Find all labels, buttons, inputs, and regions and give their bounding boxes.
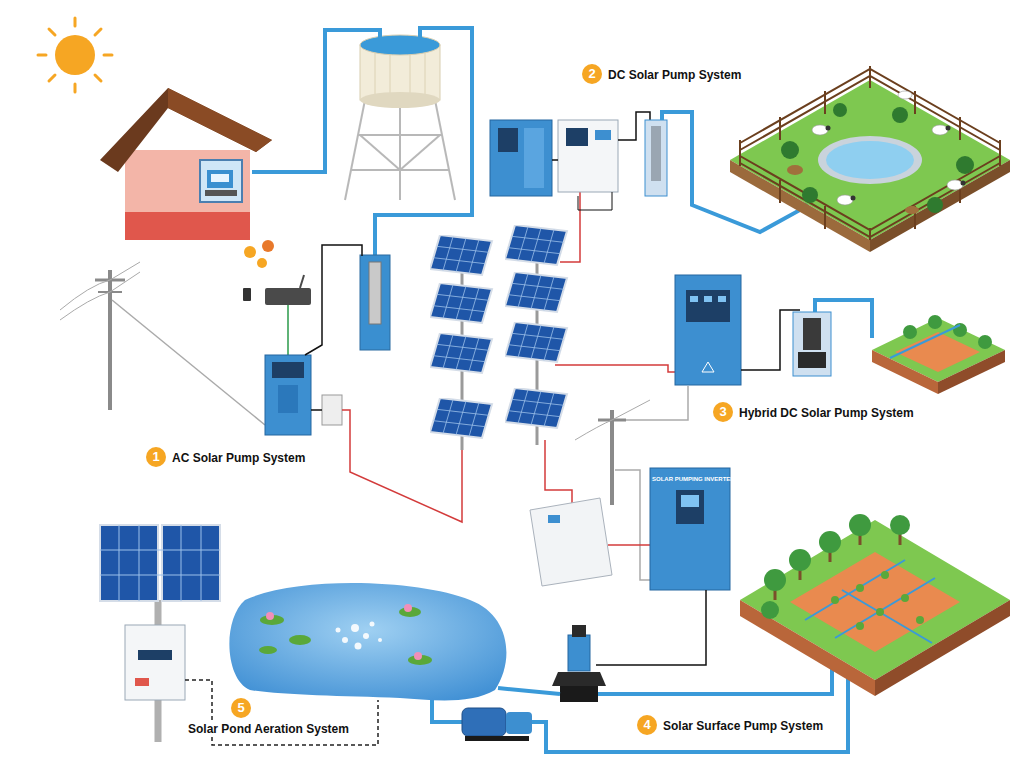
callout-number: 2 [582, 64, 602, 84]
system-label: Solar Surface Pump System [661, 718, 825, 734]
callout-number: 3 [713, 402, 733, 422]
system-label: DC Solar Pump System [606, 67, 743, 83]
device-text: SOLAR PUMPING INVERTER [652, 476, 728, 482]
callout-number: 5 [231, 698, 251, 718]
system-label: AC Solar Pump System [170, 450, 307, 466]
callout-number: 1 [146, 447, 166, 467]
callout-number: 4 [637, 715, 657, 735]
system-label: Hybrid DC Solar Pump System [737, 405, 916, 421]
system-label: Solar Pond Aeration System [186, 721, 351, 737]
